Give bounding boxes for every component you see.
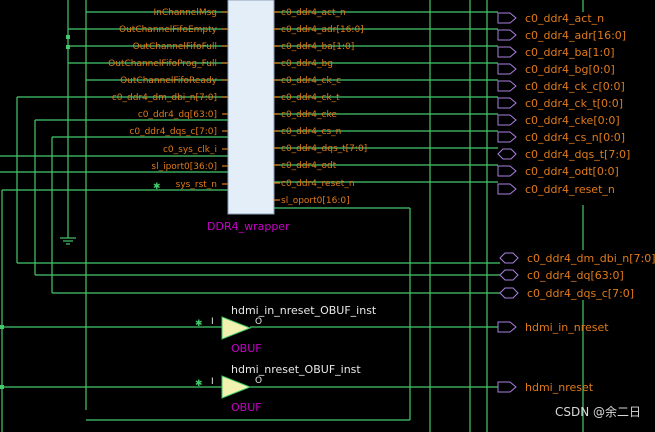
watermark: CSDN @余二日 [554,405,641,419]
port-hdmi-in-nreset[interactable]: hdmi_in_nreset [497,321,609,334]
bug-icon: ✱ [195,379,203,389]
obuf-hdmi-nreset[interactable]: hdmi_nreset_OBUF_inst I O OBUF [211,363,361,414]
bug-icon: ✱ [153,182,161,192]
buffer-triangle-icon [221,316,252,340]
block-right-pin: c0_ddr4_act_n [281,8,346,18]
block-right-pin: c0_ddr4_reset_n [281,179,355,189]
inout-port-icon [499,269,519,281]
block-left-pin: OutChannelFifoFull [133,42,217,52]
block-left-pin: sl_iport0[36:0] [151,162,217,172]
port-label: c0_ddr4_cke[0:0] [525,114,620,127]
inout-port-icon [497,148,517,160]
inout-port[interactable]: c0_ddr4_dm_dbi_n[7:0] [499,252,655,265]
buffer-out-pin: O [255,317,262,327]
block-left-pin: c0_ddr4_dm_dbi_n[7:0] [112,93,217,103]
output-port[interactable]: c0_ddr4_cke[0:0] [497,114,620,127]
port-label: c0_ddr4_act_n [525,12,604,25]
block-left-pin: sys_rst_n [176,180,217,190]
junction-dots [0,35,70,389]
buffer-type-label: OBUF [231,342,262,355]
block-right-pin: sl_oport0[16:0] [281,196,350,206]
inout-port[interactable]: c0_ddr4_dq[63:0] [499,269,624,282]
output-port[interactable]: c0_ddr4_reset_n [497,183,615,196]
port-label: c0_ddr4_dqs_t[7:0] [525,148,630,161]
block-right-pin: c0_ddr4_ck_c [281,76,341,86]
port-label: c0_ddr4_cs_n[0:0] [525,131,625,144]
block-left-pin: c0_ddr4_dqs_c[7:0] [129,127,217,137]
inout-port[interactable]: c0_ddr4_dqs_c[7:0] [499,287,634,300]
port-label: c0_ddr4_odt[0:0] [525,165,619,178]
block-right-pin: c0_ddr4_odt [281,161,337,171]
buffer-instance-name: hdmi_nreset_OBUF_inst [231,363,361,376]
port-label: c0_ddr4_ck_c[0:0] [525,80,625,93]
buffer-in-pin: I [211,317,214,327]
port-label: c0_ddr4_reset_n [525,183,615,196]
output-port-icon [497,381,517,393]
port-label: c0_ddr4_adr[16:0] [525,29,626,42]
output-port-icon [497,131,517,143]
obuf-hdmi-in-nreset[interactable]: hdmi_in_nreset_OBUF_inst I O OBUF [211,304,377,355]
port-label: c0_ddr4_dqs_c[7:0] [527,287,634,300]
output-port-icon [497,97,517,109]
output-port[interactable]: c0_ddr4_bg[0:0] [497,63,615,76]
port-label: hdmi_in_nreset [525,321,609,334]
output-port-icon [497,46,517,58]
buffer-instance-name: hdmi_in_nreset_OBUF_inst [231,304,377,317]
output-port[interactable]: c0_ddr4_ck_c[0:0] [497,80,625,93]
output-port-icon [497,114,517,126]
buffer-out-pin: O [255,376,262,386]
port-label: c0_ddr4_dq[63:0] [527,269,624,282]
port-label: c0_ddr4_ba[1:0] [525,46,615,59]
output-port[interactable]: c0_ddr4_odt[0:0] [497,165,619,178]
block-right-pin: c0_ddr4_bg [281,59,333,69]
output-port[interactable]: c0_ddr4_act_n [497,12,604,25]
output-port-icon [497,12,517,24]
output-port-icon [497,165,517,177]
port-label: c0_ddr4_ck_t[0:0] [525,97,623,110]
block-left-pin: c0_sys_clk_i [163,145,217,155]
output-port-icon [497,80,517,92]
port-hdmi-nreset[interactable]: hdmi_nreset [497,381,594,394]
block-right-pin: c0_ddr4_ba[1:0] [281,42,354,52]
inout-port-icon [499,287,519,299]
block-right-pin: c0_ddr4_cke [281,110,337,120]
wire-net [0,0,584,432]
port-label: hdmi_nreset [525,381,594,394]
inout-port-icon [499,252,519,264]
port-label: c0_ddr4_dm_dbi_n[7:0] [527,252,655,265]
buffer-triangle-icon [221,375,252,399]
port-label: c0_ddr4_bg[0:0] [525,63,615,76]
ddr4-wrapper-block[interactable] [227,0,275,215]
output-port-icon [497,321,517,333]
block-right-pin: c0_ddr4_ck_t [281,93,340,103]
block-left-pin: c0_ddr4_dq[63:0] [138,110,217,120]
output-port[interactable]: c0_ddr4_dqs_t[7:0] [497,148,630,161]
buffer-type-label: OBUF [231,401,262,414]
block-left-pin: OutChannelFifoEmpty [119,25,218,35]
block-left-pin: InChannelMsg [154,8,217,18]
block-right-pin: c0_ddr4_adr[16:0] [281,25,364,35]
output-port-icon [497,183,517,195]
output-port[interactable]: c0_ddr4_cs_n[0:0] [497,131,625,144]
output-port[interactable]: c0_ddr4_ck_t[0:0] [497,97,623,110]
output-port[interactable]: c0_ddr4_ba[1:0] [497,46,615,59]
block-right-pin: c0_ddr4_cs_n [281,127,341,137]
block-left-pin: OutChannelFifoProg_Full [108,59,217,69]
block-left-pin: OutChannelFifoReady [120,76,218,86]
buffer-in-pin: I [211,377,214,387]
block-name-label: DDR4_wrapper [207,220,290,233]
bug-icon: ✱ [195,319,203,329]
block-right-pin: c0_ddr4_dqs_t[7:0] [281,144,367,154]
output-port-icon [497,63,517,75]
output-port-icon [497,29,517,41]
output-port[interactable]: c0_ddr4_adr[16:0] [497,29,626,42]
